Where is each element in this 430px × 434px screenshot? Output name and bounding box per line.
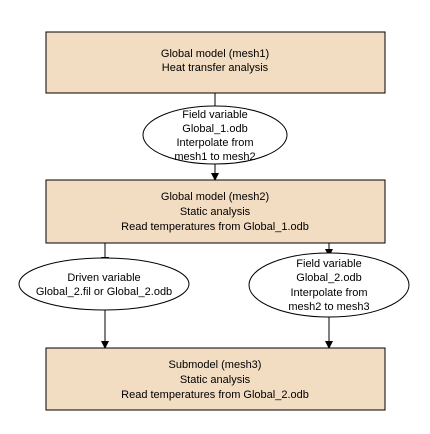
box-text-line: Static analysis — [180, 374, 251, 386]
ellipse-text-line: mesh1 to mesh2 — [174, 151, 255, 163]
box-text-line: Heat transfer analysis — [162, 62, 269, 74]
ellipse-text-line: Global_1.odb — [182, 123, 247, 135]
box-text-line: Global model (mesh2) — [161, 191, 269, 203]
global-model-mesh1-box: Global model (mesh1) Heat transfer analy… — [45, 31, 386, 94]
ellipse-text-line: Field variable — [296, 258, 361, 270]
driven-variable-global2-ellipse: Driven variable Global_2.fil or Global_2… — [18, 257, 190, 311]
ellipse-text-line: mesh2 to mesh3 — [288, 301, 369, 313]
box-text-line: Static analysis — [180, 206, 251, 218]
ellipse-text-line: Driven variable — [67, 272, 140, 284]
field-variable-global1-ellipse: Field variable Global_1.odb Interpolate … — [142, 105, 288, 165]
box-text-line: Read temperatures from Global_1.odb — [121, 221, 309, 233]
ellipse-text-line: Interpolate from — [176, 137, 253, 149]
global-model-mesh2-box: Global model (mesh2) Static analysis Rea… — [45, 179, 386, 244]
ellipse-text-line: Global_2.odb — [296, 272, 361, 284]
box-text-line: Submodel (mesh3) — [169, 359, 262, 371]
ellipse-text-line: Interpolate from — [290, 287, 367, 299]
ellipse-text-line: Field variable — [182, 109, 247, 121]
submodel-mesh3-box: Submodel (mesh3) Static analysis Read te… — [45, 347, 386, 411]
box-text-line: Read temperatures from Global_2.odb — [121, 389, 309, 401]
ellipse-text-line: Global_2.fil or Global_2.odb — [36, 286, 172, 298]
box-text-line: Global model (mesh1) — [161, 48, 269, 60]
field-variable-global2-ellipse: Field variable Global_2.odb Interpolate … — [248, 252, 410, 318]
